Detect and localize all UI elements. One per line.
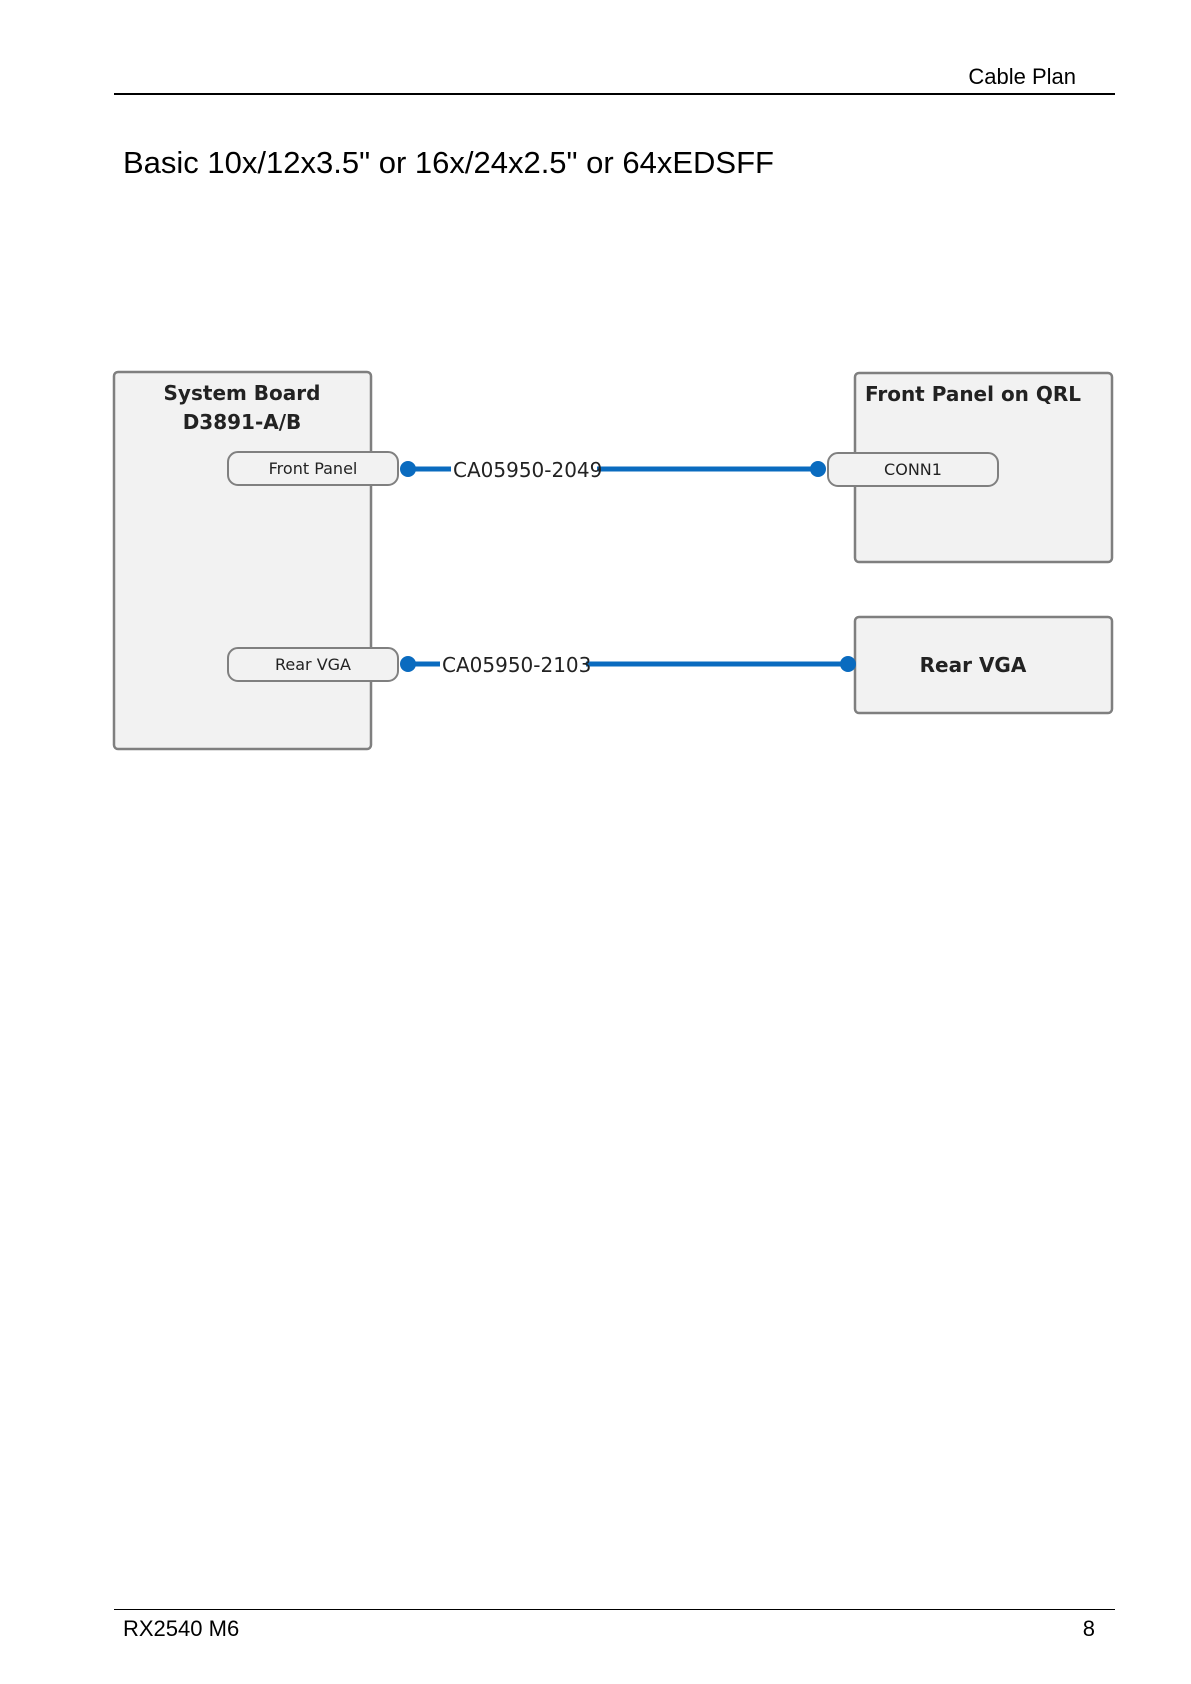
footer-rule — [114, 1609, 1115, 1610]
port-rear-vga-label: Rear VGA — [275, 655, 351, 674]
cable-rear-vga-label: CA05950-2103 — [442, 653, 591, 677]
system-board-box — [114, 372, 371, 749]
front-panel-qrl-box — [855, 373, 1112, 562]
cable-front-panel-label-bg — [451, 458, 597, 482]
rear-vga-box-title: Rear VGA — [920, 653, 1027, 677]
cable-rear-vga-end-dot — [840, 656, 856, 672]
page-heading: Basic 10x/12x3.5" or 16x/24x2.5" or 64xE… — [123, 145, 774, 181]
cable-rear-vga-start-dot — [400, 656, 416, 672]
header-section-title: Cable Plan — [968, 64, 1076, 90]
port-rear-vga — [228, 648, 398, 681]
system-board-title-line2: D3891-A/B — [183, 410, 302, 434]
cable-front-panel-start-dot — [400, 461, 416, 477]
port-conn1-label: CONN1 — [884, 460, 942, 479]
port-front-panel — [228, 452, 398, 485]
footer-page-number: 8 — [1083, 1616, 1095, 1642]
cable-front-panel-end-dot — [810, 461, 826, 477]
rear-vga-box — [855, 617, 1112, 713]
system-board-title-line1: System Board — [164, 381, 321, 405]
header-rule — [114, 93, 1115, 95]
port-front-panel-label: Front Panel — [269, 459, 358, 478]
port-conn1 — [828, 453, 998, 486]
footer-model: RX2540 M6 — [123, 1616, 239, 1642]
cable-rear-vga-label-bg — [440, 653, 586, 677]
front-panel-qrl-title: Front Panel on QRL — [865, 382, 1081, 406]
cable-front-panel-label: CA05950-2049 — [453, 458, 602, 482]
